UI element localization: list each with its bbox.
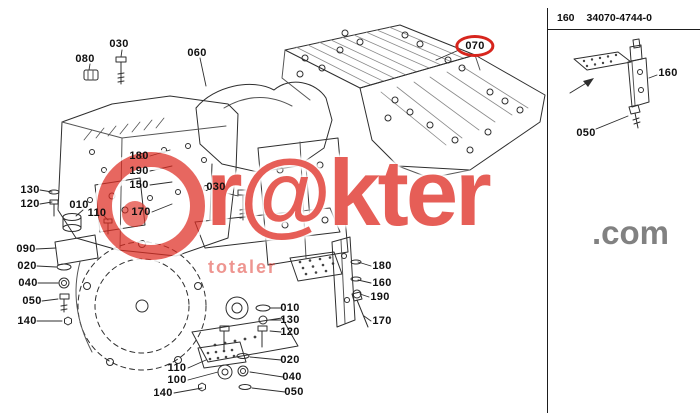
part-ref-190: 190 <box>370 291 390 303</box>
part-ref-130: 130 <box>20 184 40 196</box>
detail-ref-050: 050 <box>576 127 596 139</box>
part-ref-110: 110 <box>167 362 187 374</box>
part-ref-180: 180 <box>372 260 392 272</box>
part-ref-140: 140 <box>153 387 173 399</box>
part-ref-060: 060 <box>187 47 207 59</box>
part-ref-080: 080 <box>75 53 95 65</box>
header-underline <box>548 29 700 30</box>
header-ref-no: 160 <box>557 12 575 24</box>
part-ref-020: 020 <box>17 260 37 272</box>
part-ref-130: 130 <box>280 314 300 326</box>
part-ref-040: 040 <box>282 371 302 383</box>
part-ref-150: 150 <box>129 179 149 191</box>
part-ref-190: 190 <box>129 165 149 177</box>
part-ref-120: 120 <box>20 198 40 210</box>
part-ref-020: 020 <box>280 354 300 366</box>
part-ref-040: 040 <box>18 277 38 289</box>
part-ref-120: 120 <box>280 326 300 338</box>
part-ref-140: 140 <box>17 315 37 327</box>
part-ref-090: 090 <box>16 243 36 255</box>
part-ref-010: 010 <box>280 302 300 314</box>
detail-ref-160: 160 <box>658 67 678 79</box>
part-ref-160: 160 <box>372 277 392 289</box>
header-part-no: 34070-4744-0 <box>586 12 652 24</box>
part-ref-170: 170 <box>372 315 392 327</box>
part-ref-050: 050 <box>284 386 304 398</box>
part-ref-030: 030 <box>206 181 226 193</box>
part-ref-070: 070 <box>455 35 495 57</box>
part-ref-100: 100 <box>167 374 187 386</box>
part-ref-010: 010 <box>69 199 89 211</box>
part-number-header: 160 34070-4744-0 <box>548 12 700 30</box>
part-ref-030: 030 <box>109 38 129 50</box>
part-ref-050: 050 <box>22 295 42 307</box>
detail-inset-drawing <box>569 38 658 130</box>
panel-divider-line <box>547 8 548 413</box>
